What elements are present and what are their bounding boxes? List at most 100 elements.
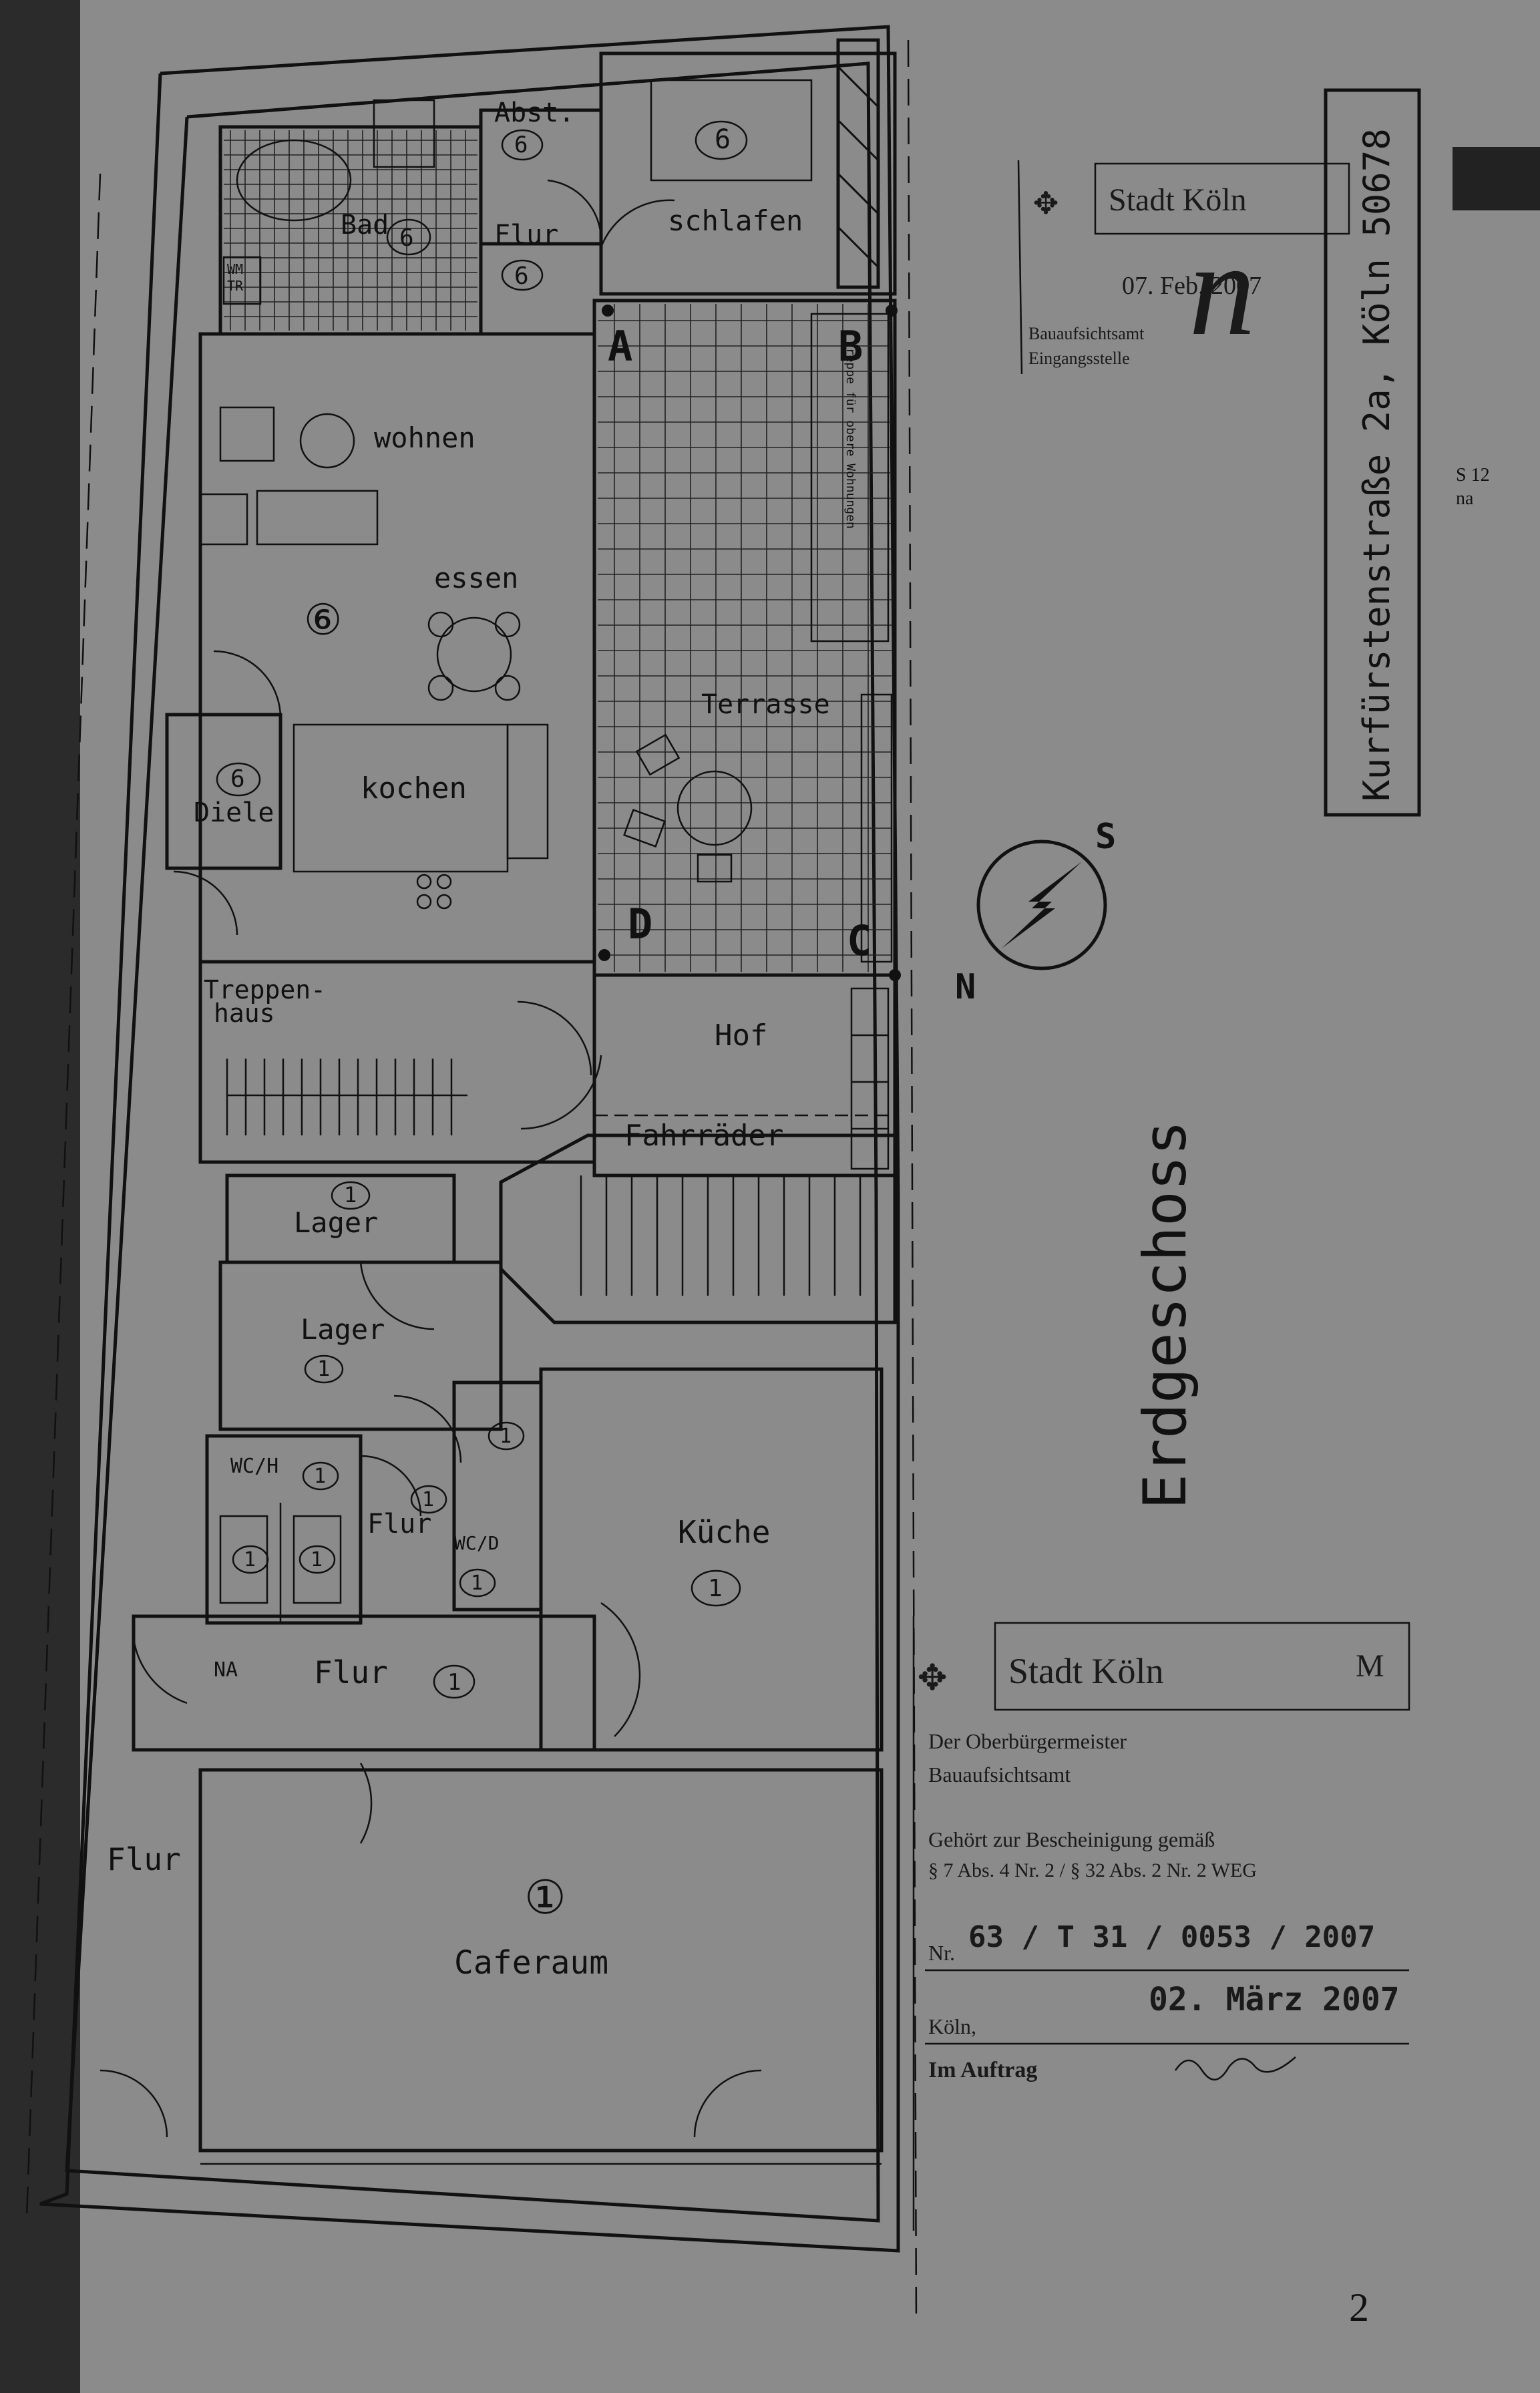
bedroom-hatch: [836, 38, 880, 289]
stamp-received-authority: Stadt Köln: [1109, 182, 1247, 218]
unit-number: 6: [230, 765, 245, 793]
room-label-kochen: kochen: [361, 771, 467, 805]
stamp-received-handwritten: n: [1189, 216, 1256, 363]
stamp-certificate-authority: Stadt Köln: [1008, 1651, 1164, 1691]
room-label-wohnen: wohnen: [374, 421, 475, 454]
room-label-flur-low: Flur: [314, 1654, 388, 1690]
hof: [592, 973, 897, 1177]
stamp-certificate: ✥ Stadt Köln M Der Oberbürgermeister Bau…: [912, 1616, 1410, 2231]
diele: [165, 713, 282, 870]
stamp-certificate-crest-icon: ✥: [918, 1646, 946, 1701]
building-outline: [25, 25, 918, 2325]
stamp-certificate-signature-label: Im Auftrag: [928, 2058, 1037, 2082]
stamp-received-line2: Eingangsstelle: [1028, 349, 1130, 368]
room-label-lager-1: Lager: [294, 1206, 378, 1239]
top-bathroom: [218, 99, 483, 336]
room-label-abst: Abst.: [494, 98, 574, 128]
unit-number: 1: [422, 1488, 434, 1511]
unit-number: 6: [514, 132, 528, 158]
compass-north: N: [955, 967, 976, 1007]
room-label-flur-top: Flur: [494, 220, 558, 250]
stamp-certificate-date: 02. März 2007: [1149, 1981, 1400, 2018]
unit-number: ①: [524, 1870, 566, 1925]
stairs-stairwell: [226, 1059, 467, 1135]
room-label-lager-2: Lager: [301, 1313, 385, 1346]
room-label-bad: Bad: [341, 210, 389, 240]
stamp-certificate-line4: § 7 Abs. 4 Nr. 2 / § 32 Abs. 2 Nr. 2 WEG: [928, 1859, 1257, 1881]
door-arc-entrance: [100, 2069, 168, 2138]
compass: S N: [955, 817, 1116, 1007]
door-arc-diele: [213, 650, 282, 719]
stamp-certificate-line3: Gehört zur Bescheinigung gemäß: [928, 1827, 1215, 1851]
room-label-tr: TR: [227, 278, 244, 294]
unit-number: 1: [314, 1465, 326, 1488]
floor-title: Erdgeschoss: [1131, 1120, 1199, 1509]
stamp-certificate-place: Köln,: [928, 2014, 976, 2038]
room-label-wc-d: WC/D: [454, 1532, 499, 1554]
bike-stands: [580, 1175, 861, 1296]
kitchen-lower: [539, 1367, 884, 1752]
stamp-received: ✥ Stadt Köln 07. Feb. 2007 Bauaufsichtsa…: [1017, 160, 1350, 375]
unit-number: 1: [708, 1575, 723, 1602]
unit-number: 1: [317, 1356, 330, 1381]
unit-number: 6: [715, 124, 731, 155]
tab-marker: [1453, 147, 1540, 210]
room-label-essen: essen: [434, 562, 518, 594]
address-text: Kurfürstenstraße 2a, Köln 50678: [1356, 128, 1398, 801]
wc-h: [205, 1434, 363, 1625]
room-label-treppenhaus-2: haus: [214, 998, 275, 1028]
coffee-table: [299, 413, 355, 469]
stamp-received-line1: Bauaufsichtsamt: [1028, 324, 1145, 343]
stamp-certificate-nr-label: Nr.: [928, 1941, 955, 1965]
unit-number: 1: [311, 1548, 323, 1572]
room-label-hof: Hof: [715, 1019, 767, 1053]
dining-table: [436, 616, 512, 693]
sofa: [256, 490, 379, 546]
hallway-lower: [132, 1614, 596, 1752]
page-number: 2: [1349, 2285, 1369, 2330]
unit-number: 1: [344, 1182, 357, 1208]
room-label-schlafen: schlafen: [668, 204, 803, 237]
door-arc-cafe: [693, 2069, 762, 2138]
room-label-diele: Diele: [194, 797, 274, 828]
room-label-terrasse: Terrasse: [701, 689, 830, 720]
stamp-certificate-nr-value: 63 / T 31 / 0053 / 2007: [968, 1920, 1375, 1954]
unit-number: 1: [500, 1425, 512, 1448]
door-arc-kitchen: [600, 1602, 641, 1737]
marker-a: A: [608, 322, 632, 371]
stamp-certificate-line1: Der Oberbürgermeister: [928, 1729, 1127, 1753]
signature: [1174, 2056, 1296, 2081]
stamp-certificate-mark: M: [1356, 1648, 1384, 1684]
unit-number: 6: [399, 224, 414, 252]
bedroom: [599, 51, 897, 296]
marker-b: B: [838, 322, 863, 371]
door-arc-bedroom: [600, 199, 675, 248]
margin-fragment-1: S 12: [1456, 465, 1490, 486]
unit-number: 6: [514, 262, 529, 290]
wc-d: [452, 1380, 543, 1612]
room-label-treppe: Treppe für obere Wohnungen: [843, 341, 857, 529]
compass-south: S: [1095, 817, 1116, 857]
room-label-wm: WM: [227, 261, 243, 277]
stamp-certificate-line2: Bauaufsichtsamt: [928, 1763, 1071, 1787]
room-label-caferaum: Caferaum: [454, 1944, 608, 1982]
stamp-received-crest-icon: ✥: [1034, 177, 1058, 224]
room-label-flur-mid: Flur: [367, 1509, 431, 1539]
door-arc-diele-2: [173, 870, 238, 936]
room-label-wc-h: WC/H: [230, 1455, 278, 1478]
marker-d: D: [628, 900, 652, 948]
side-table: [199, 493, 248, 546]
armchair: [219, 406, 275, 462]
unit-number: 1: [244, 1548, 256, 1572]
room-label-na: NA: [214, 1658, 238, 1682]
unit-number: 1: [447, 1669, 461, 1696]
room-label-treppenhaus-1: Treppen-: [204, 975, 326, 1004]
marker-c: C: [847, 916, 872, 965]
address-box: Kurfürstenstraße 2a, Köln 50678: [1324, 88, 1421, 817]
room-label-fahrraeder: Fahrräder: [624, 1119, 783, 1153]
bed: [650, 79, 813, 182]
margin-fragment-2: na: [1456, 488, 1474, 509]
door-arc-stairwell: [517, 1000, 592, 1076]
terrace: [592, 299, 897, 977]
